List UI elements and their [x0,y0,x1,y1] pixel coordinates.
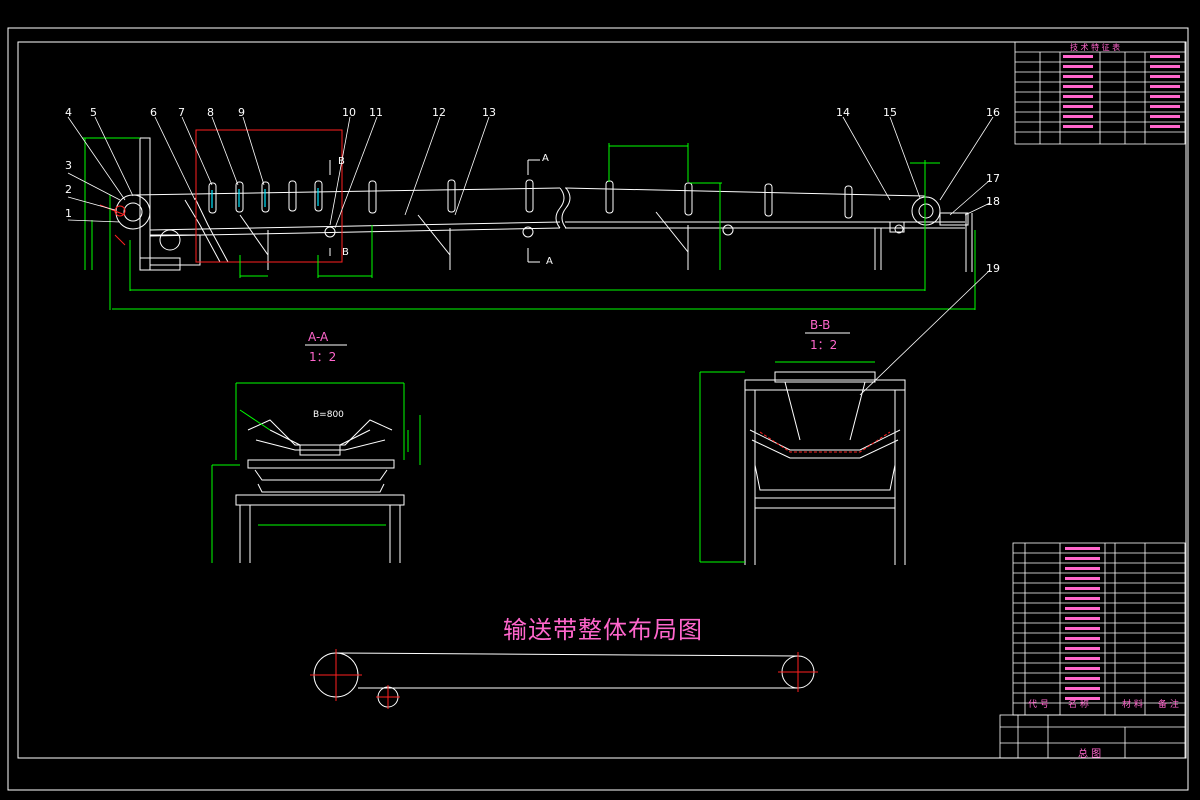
belt-schematic [313,652,815,708]
drawing-title: 输送带整体布局图 [503,616,703,644]
part-number-17: 17 [986,172,1000,185]
dimension-lines [82,137,976,310]
tech-table [1014,41,1186,145]
parts-list [999,542,1186,759]
section-a-scale: 1：2 [309,350,337,364]
section-a-belt-label: B=800 [313,410,344,420]
part-number-14: 14 [836,106,850,119]
part-number-2: 2 [65,183,72,196]
part-number-8: 8 [207,106,214,119]
part-number-18: 18 [986,195,1000,208]
part-number-7: 7 [178,106,185,119]
part-number-16: 16 [986,106,1000,119]
part-leaders [67,116,994,396]
parts-header-code: 代 号 [1028,700,1049,710]
part-number-1: 1 [65,207,72,220]
part-number-10: 10 [342,106,356,119]
part-number-12: 12 [432,106,446,119]
parts-header-material: 材 料 [1122,700,1143,710]
belt-centerlines [310,649,818,709]
part-number-9: 9 [238,106,245,119]
section-marker-a-bottom: A [546,256,553,267]
section-marker-b-top: B [338,156,345,167]
part-number-11: 11 [369,106,383,119]
section-a-title: A-A [308,330,329,344]
section-lines [329,159,540,263]
section-a-dims [211,382,421,563]
section-b-red-rollers [759,431,891,453]
tech-table-text [1063,55,1180,128]
parts-header-name: 名 称 [1068,700,1089,710]
feed-zone-red [99,129,343,263]
section-b-view [744,332,906,565]
part-number-5: 5 [90,106,97,119]
part-number-13: 13 [482,106,496,119]
outer-frame [7,27,1189,791]
parts-header-remark: 备 注 [1158,700,1179,710]
section-b-title: B-B [810,318,831,332]
part-number-3: 3 [65,159,72,172]
return-idlers [324,224,904,238]
section-b-scale: 1：2 [810,338,838,352]
upper-idlers [208,179,853,219]
section-marker-a-top: A [542,153,549,164]
cyan-impact-idlers [211,188,319,208]
tech-table-title: 技 术 特 征 表 [1070,43,1121,52]
section-a-view [235,344,405,563]
part-number-19: 19 [986,262,1000,275]
parts-list-text [1065,547,1100,700]
section-marker-b-bottom: B [342,247,349,258]
title-block-drawing-name: 总 图 [1078,749,1102,760]
part-number-6: 6 [150,106,157,119]
part-number-4: 4 [65,106,72,119]
inner-frame [17,41,1187,759]
section-b-dims [699,361,875,563]
part-number-15: 15 [883,106,897,119]
